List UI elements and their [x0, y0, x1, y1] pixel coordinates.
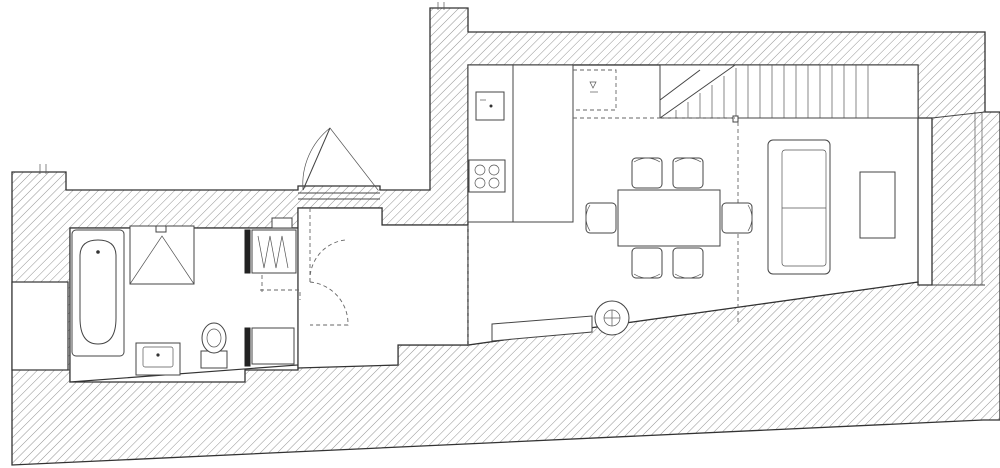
- boiler: [594, 300, 630, 336]
- chair: [672, 247, 704, 279]
- rooms: [69, 64, 919, 383]
- wall-gap-left: [11, 281, 69, 371]
- chair: [672, 157, 704, 189]
- chair: [721, 202, 753, 234]
- chair: [631, 157, 663, 189]
- bathtub: [71, 229, 125, 357]
- window-right: [931, 111, 986, 286]
- toilet: [200, 322, 228, 369]
- shower-tray: [129, 225, 195, 285]
- dining-set: [585, 157, 753, 279]
- hall-floor: [297, 207, 469, 369]
- washing-machine: [244, 327, 295, 367]
- washbasin: [135, 342, 181, 376]
- sofa: [767, 139, 831, 275]
- hall-cabinet: [244, 217, 297, 274]
- chair: [585, 202, 617, 234]
- coffee-table: [859, 171, 896, 239]
- top-wall-ticks: [39, 2, 445, 174]
- hob: [468, 159, 506, 193]
- kitchen: [467, 64, 574, 223]
- chair: [631, 247, 663, 279]
- hall-doors: [260, 208, 469, 345]
- low-bench: [491, 315, 593, 342]
- wall-mass: [11, 7, 1000, 466]
- staircase: [659, 64, 919, 123]
- dining-table: [617, 189, 721, 247]
- entrance-door: [298, 127, 380, 200]
